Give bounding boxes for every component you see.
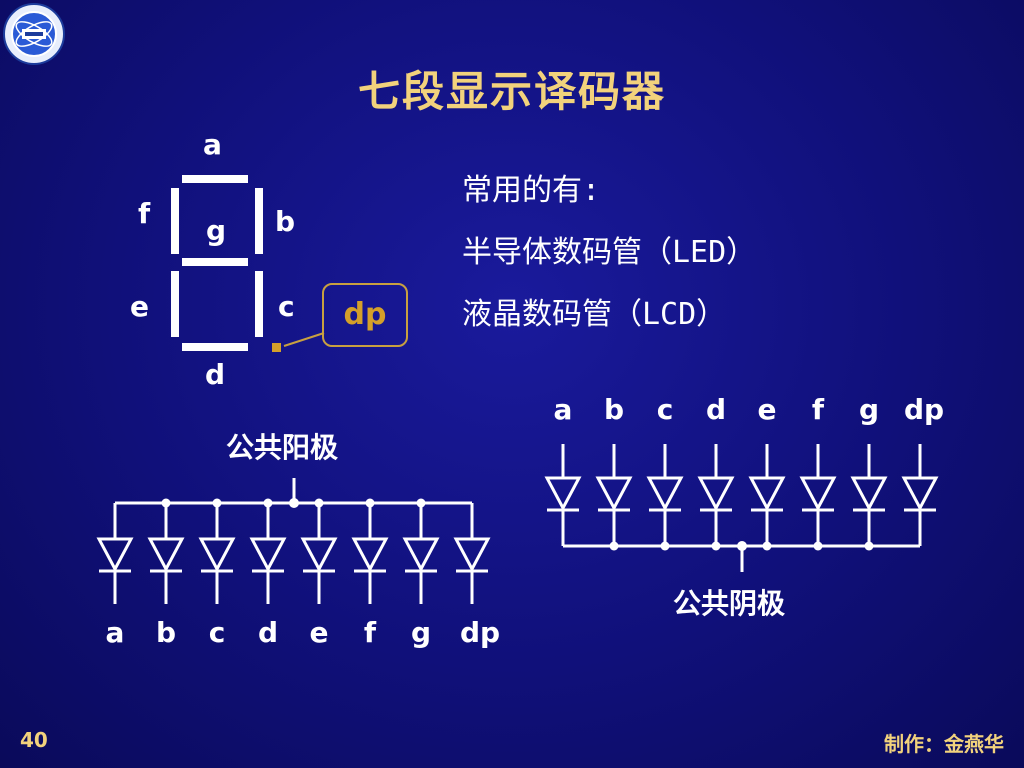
cathode-pin-label: d (705, 393, 727, 426)
text-line-1: 常用的有: (462, 173, 601, 208)
segment-g (182, 258, 248, 266)
bus-junction (711, 541, 721, 551)
cathode-pin-label: b (603, 393, 625, 426)
bus-junction (263, 498, 273, 508)
diode-triangle (850, 476, 888, 512)
segment-e (171, 271, 179, 337)
diode-triangle (249, 537, 287, 573)
anode-pin-label: b (155, 616, 177, 649)
cathode-pin-label: dp (904, 393, 945, 426)
text-line-2: 半导体数码管（LED） (462, 235, 757, 270)
anode-pin-label: a (105, 616, 125, 649)
display-types-text: 常用的有: 半导体数码管（LED） 液晶数码管（LCD） (462, 160, 756, 346)
bus-junction (762, 541, 772, 551)
bus-junction (609, 541, 619, 551)
anode-pin-label: dp (460, 616, 501, 649)
diode-triangle (748, 476, 786, 512)
cathode-pin-label: a (553, 393, 573, 426)
page-title: 七段显示译码器 (357, 67, 666, 116)
diode-triangle (351, 537, 389, 573)
page-number: 40 (20, 728, 48, 752)
segment-d (182, 343, 248, 351)
anode-pin-label: g (410, 616, 432, 649)
text-line-3: 液晶数码管（LCD） (462, 297, 727, 332)
bus-junction (813, 541, 823, 551)
label-e: e (130, 290, 149, 323)
bus-junction (212, 498, 222, 508)
segment-b (255, 188, 263, 254)
diode-triangle (96, 537, 134, 573)
anode-pin-label: d (257, 616, 279, 649)
bus-junction (161, 498, 171, 508)
diode-triangle (646, 476, 684, 512)
common-anode-label: 公共阳极 (226, 431, 339, 464)
diode-triangle (544, 476, 582, 512)
dp-callout: dp (322, 283, 408, 347)
common-cathode-label: 公共阴极 (673, 587, 786, 620)
diode-triangle (147, 537, 185, 573)
diode-triangle (697, 476, 735, 512)
bus-junction (314, 498, 324, 508)
label-c: c (278, 290, 295, 323)
diode-triangle (799, 476, 837, 512)
anode-junction (289, 498, 299, 508)
cathode-pin-label: f (811, 393, 825, 426)
bus-junction (365, 498, 375, 508)
label-g: g (206, 214, 227, 247)
university-logo (3, 3, 65, 65)
segment-a (182, 175, 248, 183)
bus-junction (660, 541, 670, 551)
cathode-junction (737, 541, 747, 551)
diode-triangle (198, 537, 236, 573)
bus-junction (416, 498, 426, 508)
bus-junction (864, 541, 874, 551)
anode-pin-label: e (309, 616, 329, 649)
diode-triangle (901, 476, 939, 512)
segment-c (255, 271, 263, 337)
cathode-pin-label: c (656, 393, 674, 426)
diode-triangle (453, 537, 491, 573)
diode-triangle (595, 476, 633, 512)
label-d: d (205, 358, 226, 391)
segment-dp (272, 343, 281, 352)
author-credit: 制作：金燕华 (884, 732, 1004, 756)
diode-triangle (300, 537, 338, 573)
label-a: a (203, 128, 222, 161)
cathode-pin-label: g (858, 393, 880, 426)
anode-pin-label: f (363, 616, 377, 649)
anode-pin-label: c (208, 616, 226, 649)
label-f: f (138, 197, 151, 230)
diode-triangle (402, 537, 440, 573)
label-b: b (275, 205, 296, 238)
cathode-pin-label: e (757, 393, 777, 426)
segment-f (171, 188, 179, 254)
